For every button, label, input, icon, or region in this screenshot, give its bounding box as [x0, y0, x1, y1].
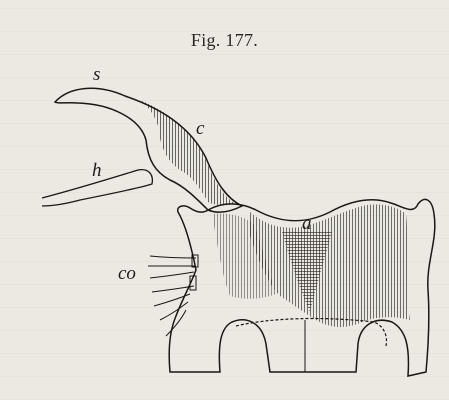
label-a: a: [302, 213, 312, 235]
process-shading: [140, 100, 236, 205]
lower-plate: [236, 319, 387, 346]
label-s: s: [93, 64, 100, 86]
label-co: co: [118, 263, 136, 285]
label-c: c: [196, 118, 204, 140]
label-h: h: [92, 160, 102, 182]
body-shading: [250, 204, 410, 327]
costal-cartilages: [148, 256, 196, 336]
